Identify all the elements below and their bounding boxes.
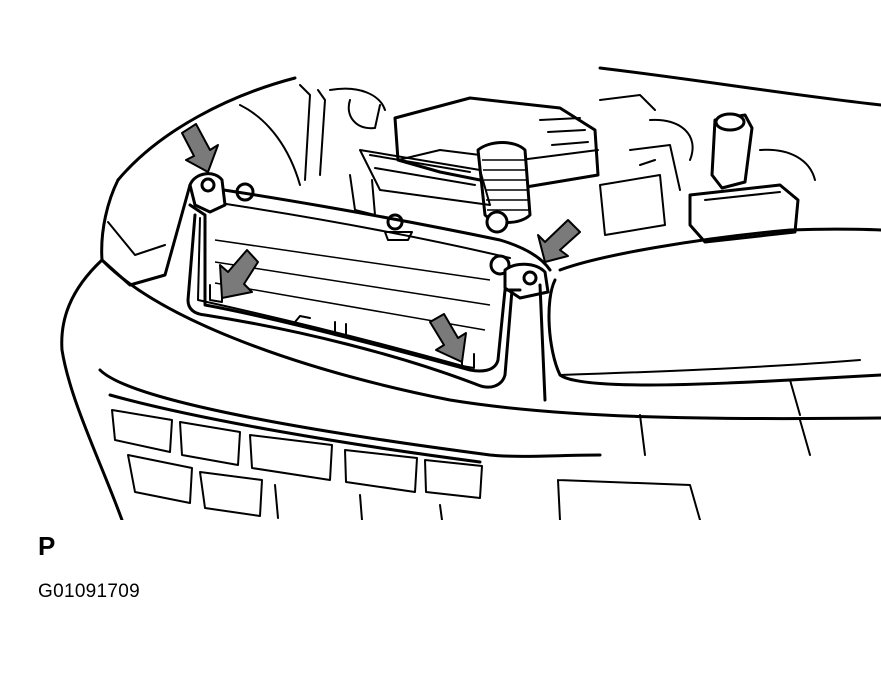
radiator-grille-removal-illustration (60, 66, 881, 520)
figure-id: G01091709 (38, 581, 141, 602)
callout-arrows (181, 123, 581, 363)
radiator-support (188, 172, 552, 300)
front-bumper (60, 258, 881, 520)
lower-left-clip-arrow (219, 249, 259, 299)
upper-right-fastener-arrow (537, 219, 581, 263)
view-label: P (38, 531, 56, 561)
lower-right-clip-arrow (429, 313, 467, 363)
engine-bay-components (235, 84, 816, 276)
radiator-grille (186, 203, 522, 389)
hood-opening-outline (116, 66, 881, 186)
upper-left-fastener-arrow (181, 123, 219, 173)
